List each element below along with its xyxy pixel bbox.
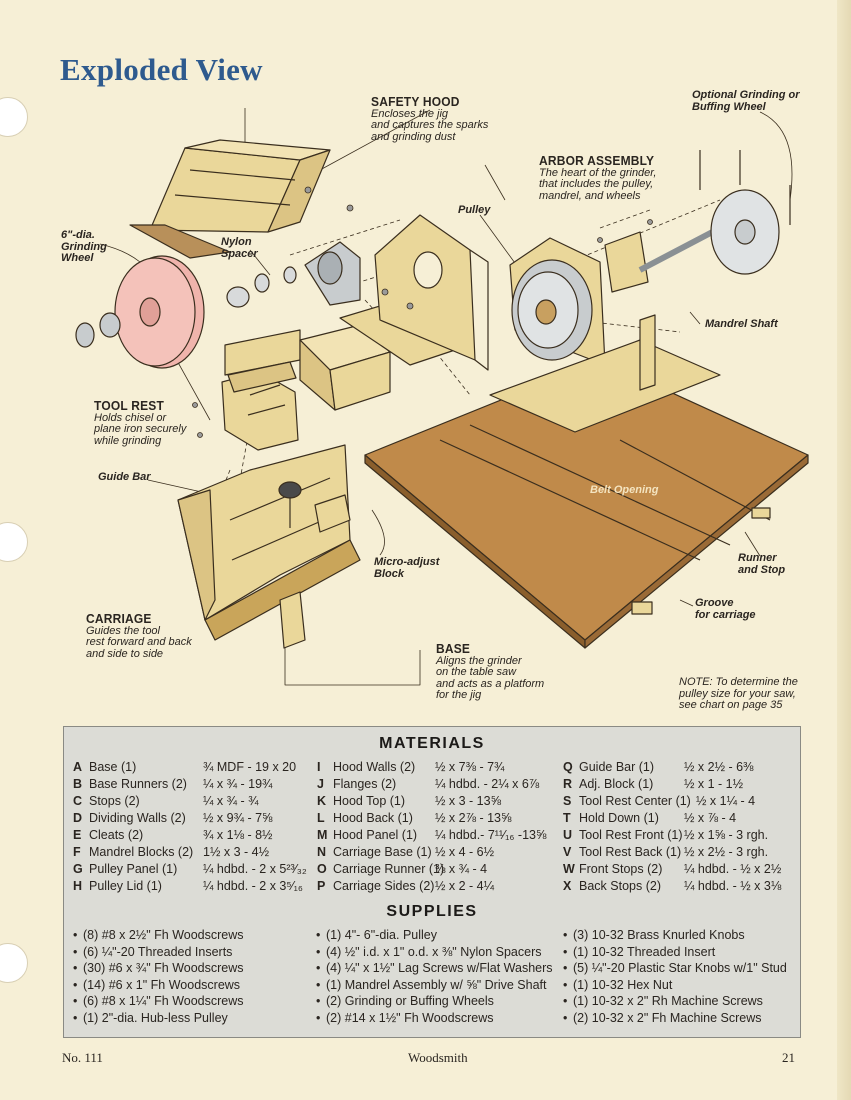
footer-magazine: Woodsmith — [408, 1050, 468, 1065]
supplies-column: •(3) 10-32 Brass Knurled Knobs •(1) 10-3… — [563, 927, 787, 1026]
callout-grinding-wheel: 6"-dia. Grinding Wheel — [61, 229, 107, 264]
supplies-item: •(5) ¼"-20 Plastic Star Knobs w/1" Stud — [563, 961, 787, 975]
tool-rest-part — [221, 361, 299, 451]
supplies-item: •(8) #8 x 2½" Fh Woodscrews — [73, 928, 244, 942]
callout-pulley: Pulley — [458, 204, 491, 216]
callout-mandrel-shaft: Mandrel Shaft — [705, 318, 778, 330]
callout-optional-wheel: Optional Grinding or Buffing Wheel — [692, 89, 800, 113]
exploded-view-drawing — [75, 108, 809, 686]
callout-note: NOTE: To determine the pulley size for y… — [679, 676, 798, 711]
callout-nylon-spacer: Nylon Spacer — [221, 236, 258, 260]
supplies-item: •(2) #14 x 1½" Fh Woodscrews — [316, 1010, 494, 1025]
safety-hood-part — [129, 139, 331, 259]
callout-groove: Groove for carriage — [695, 597, 756, 621]
supplies-item: •(1) 10-32 x 2" Rh Machine Screws — [563, 994, 763, 1008]
supplies-item: •(2) Grinding or Buffing Wheels — [316, 994, 494, 1008]
supplies-heading: SUPPLIES — [386, 903, 478, 920]
supplies-item: •(1) 2"-dia. Hub-less Pulley — [73, 1010, 228, 1025]
callout-arbor-assembly: ARBOR ASSEMBLY The heart of the grinder,… — [539, 153, 657, 202]
punch-hole — [0, 943, 28, 983]
supplies-item: •(1) Mandrel Assembly w/ ⅝" Drive Shaft — [316, 977, 547, 992]
pillow-block-part — [304, 241, 361, 306]
supplies-item: •(4) ½" i.d. x 1" o.d. x ⅜" Nylon Spacer… — [316, 944, 542, 959]
materials-heading: MATERIALS — [379, 735, 485, 752]
callout-micro-adjust: Micro-adjust Block — [374, 556, 440, 580]
callout-tool-rest: TOOL REST Holds chisel or plane iron sec… — [94, 398, 187, 447]
supplies-item: •(6) #8 x 1¼" Fh Woodscrews — [73, 994, 244, 1008]
supplies-item: •(6) ¼"-20 Threaded Inserts — [73, 944, 233, 959]
callout-guide-bar: Guide Bar — [98, 471, 151, 483]
callout-belt-opening: Belt Opening — [590, 484, 659, 496]
supplies-item: •(3) 10-32 Brass Knurled Knobs — [563, 928, 745, 942]
footer-issue: No. 111 — [62, 1050, 103, 1065]
arbor-assembly-part — [509, 150, 791, 366]
supplies-column: •(8) #8 x 2½" Fh Woodscrews •(6) ¼"-20 T… — [73, 927, 244, 1026]
supplies-item: •(14) #6 x 1" Fh Woodscrews — [73, 977, 241, 992]
grinding-wheel-part — [75, 255, 297, 369]
footer-page-number: 21 — [782, 1050, 795, 1065]
base-platform-part — [364, 314, 809, 649]
callout-carriage: CARRIAGE Guides the tool rest forward an… — [86, 611, 192, 660]
page-edge — [837, 0, 851, 1100]
supplies-item: •(1) 4"- 6"-dia. Pulley — [316, 928, 437, 942]
dividing-wall-part — [374, 214, 489, 371]
supplies-item: •(30) #6 x ¾" Fh Woodscrews — [73, 961, 244, 975]
supplies-item: •(1) 10-32 Hex Nut — [563, 977, 673, 992]
callout-safety-hood: SAFETY HOOD Encloses the jig and capture… — [371, 94, 489, 143]
callout-runner-stop: Runner and Stop — [738, 552, 786, 576]
supplies-item: •(1) 10-32 Threaded Insert — [563, 944, 716, 959]
mandrel-blocks-part — [224, 299, 471, 411]
carriage-part — [177, 444, 361, 649]
page-title: Exploded View — [60, 52, 263, 87]
supplies-column: •(1) 4"- 6"-dia. Pulley •(4) ½" i.d. x 1… — [316, 927, 553, 1026]
supplies-item: •(2) 10-32 x 2" Fh Machine Screws — [563, 1010, 762, 1025]
supplies-item: •(4) ¼" x 1½" Lag Screws w/Flat Washers — [316, 961, 553, 975]
callout-base: BASE Aligns the grinder on the table saw… — [436, 641, 545, 701]
